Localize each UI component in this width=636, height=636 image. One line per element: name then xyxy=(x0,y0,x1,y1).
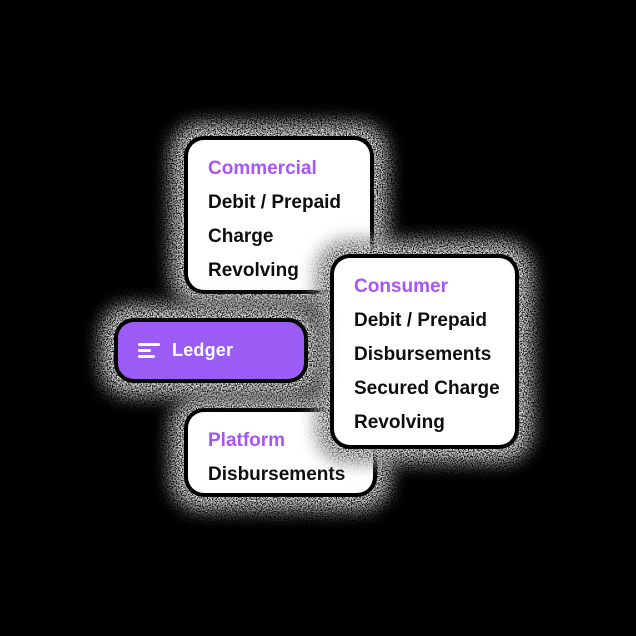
list-item: Secured Charge xyxy=(354,378,500,399)
ledger-button[interactable]: Ledger xyxy=(118,322,304,379)
ledger-lines-icon xyxy=(138,343,160,358)
list-item: Disbursements xyxy=(354,344,492,365)
list-item: Disbursements xyxy=(208,464,346,485)
ledger-button-label: Ledger xyxy=(172,340,234,360)
list-item: Charge xyxy=(208,226,274,247)
card-commercial-title: Commercial xyxy=(208,158,317,179)
card-consumer: Consumer Debit / Prepaid Disbursements S… xyxy=(334,258,515,445)
card-consumer-title: Consumer xyxy=(354,276,448,297)
list-item: Debit / Prepaid xyxy=(354,310,488,331)
list-item: Revolving xyxy=(354,412,445,433)
list-item: Revolving xyxy=(208,260,299,281)
list-item: Debit / Prepaid xyxy=(208,192,342,213)
